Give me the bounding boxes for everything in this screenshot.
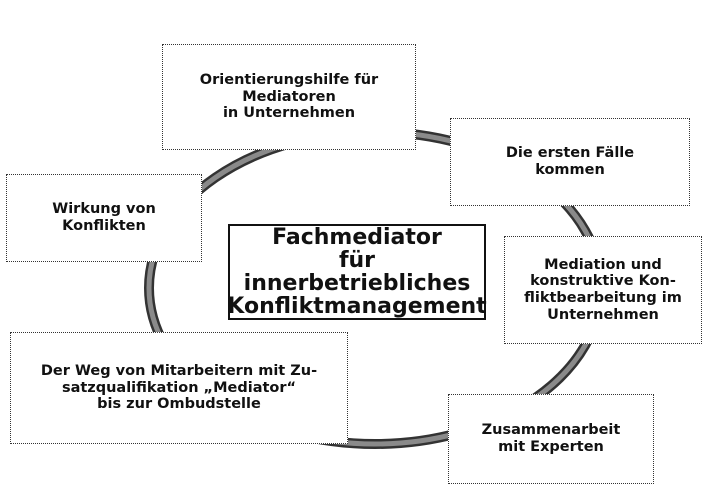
topic-label-line: Der Weg von Mitarbeitern mit Zu- bbox=[40, 362, 318, 379]
topic-label-line: Zusammenarbeit bbox=[481, 422, 621, 439]
topic-label-line: Konflikten bbox=[62, 218, 146, 234]
topic-label-line: Wirkung von bbox=[52, 201, 156, 218]
central-title-box: Fachmediator für innerbetriebliches Konf… bbox=[227, 224, 487, 320]
topic-box-zusammenarbeit: Zusammenarbeit mit Experten bbox=[448, 394, 654, 484]
topic-label-line: Orientierungshilfe für bbox=[199, 71, 379, 88]
topic-label-line: kommen bbox=[535, 162, 605, 178]
topic-label-line: satzqualifikation „Mediator“ bbox=[61, 379, 297, 396]
central-title-line: Konfliktmanagement bbox=[227, 294, 487, 320]
topic-box-erste-faelle: Die ersten Fälle kommen bbox=[450, 118, 690, 206]
topic-label-line: Die ersten Fälle bbox=[505, 145, 635, 162]
topic-box-mediation: Mediation und konstruktive Kon- fliktbea… bbox=[504, 236, 702, 344]
topic-label-line: fliktbearbeitung im bbox=[524, 290, 682, 306]
topic-box-wirkung: Wirkung von Konflikten bbox=[6, 174, 202, 262]
topic-label-line: mit Experten bbox=[498, 439, 604, 455]
central-title-line: für innerbetriebliches bbox=[243, 247, 471, 296]
topic-box-weg: Der Weg von Mitarbeitern mit Zu- satzqua… bbox=[10, 332, 348, 444]
topic-box-orientierung: Orientierungshilfe für Mediatoren in Unt… bbox=[162, 44, 416, 150]
topic-label-line: Unternehmen bbox=[547, 306, 659, 323]
topic-label-line: Mediatoren bbox=[242, 88, 336, 105]
central-title-line: Fachmediator bbox=[272, 224, 442, 250]
topic-label-line: Mediation und bbox=[544, 256, 662, 273]
topic-label-line: konstruktive Kon- bbox=[530, 273, 676, 290]
topic-label-line: bis zur Ombudstelle bbox=[97, 396, 261, 413]
topic-label-line: in Unternehmen bbox=[222, 105, 356, 122]
